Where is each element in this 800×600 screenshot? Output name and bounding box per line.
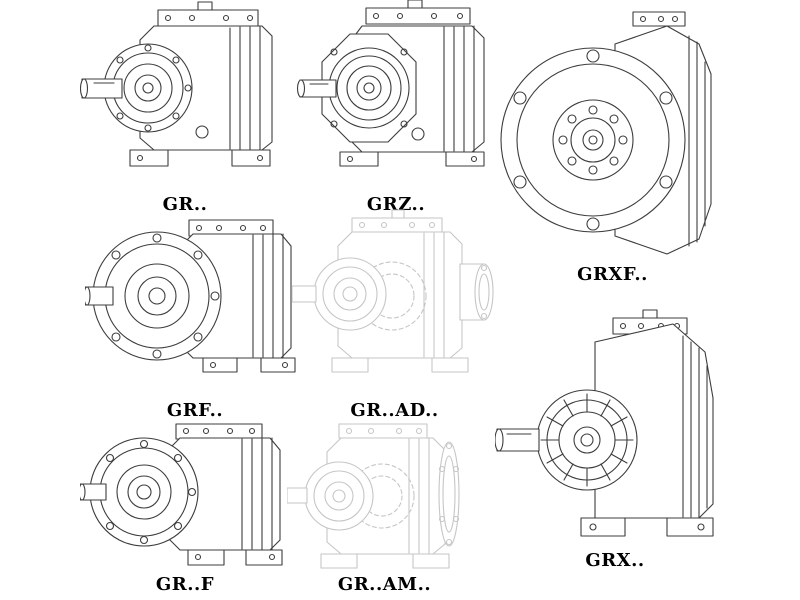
model-cell-grx: GRX..: [495, 308, 735, 571]
gearbox-drawing-grad: [292, 209, 494, 373]
gearbox-drawing-grxf: [500, 11, 712, 255]
model-label-grxf: GRXF..: [577, 264, 648, 285]
model-cell-gr: GR..: [80, 0, 290, 215]
gearbox-drawing-grx: [495, 309, 714, 537]
model-label-grx: GRX..: [585, 550, 645, 571]
model-label-gr: GR..: [162, 194, 208, 215]
gearbox-drawing-gr: [80, 1, 273, 167]
model-cell-gram: GR..AM..: [287, 414, 482, 595]
model-cell-grz: GRZ..: [296, 0, 496, 215]
gearbox-drawing-grf: [85, 219, 296, 373]
gearbox-drawing-grz: [296, 0, 485, 167]
model-label-grf-foot: GR..F: [155, 574, 215, 595]
model-label-grz: GRZ..: [366, 194, 426, 215]
model-cell-grf: GRF..: [85, 206, 305, 421]
gearbox-drawing-gram: [287, 423, 460, 569]
model-cell-grf-foot: GR..F: [80, 414, 290, 595]
model-cell-grad: GR..AD..: [292, 206, 497, 421]
model-cell-grxf: GRXF..: [495, 4, 730, 285]
model-label-gram: GR..AM..: [337, 574, 432, 595]
gearbox-drawing-grf-foot: [80, 423, 283, 566]
model-label-grf: GRF..: [166, 400, 224, 421]
model-label-grad: GR..AD..: [350, 400, 439, 421]
